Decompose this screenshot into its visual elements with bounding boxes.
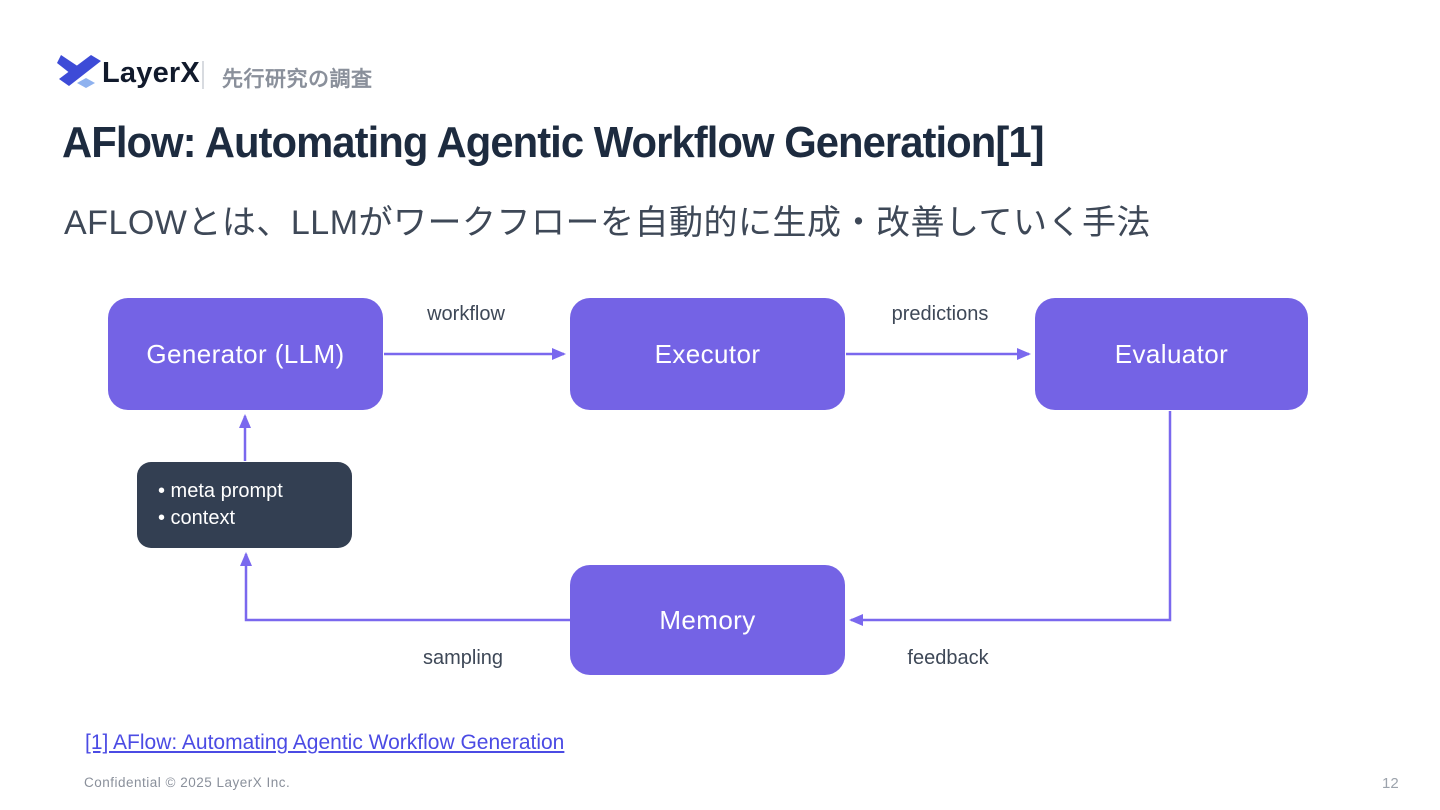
generator-node-label: Generator (LLM) [146,338,345,369]
memory-node: Memory [570,565,845,675]
note-line-context: • context [158,507,236,529]
reference-link[interactable]: [1] AFlow: Automating Agentic Workflow G… [85,731,565,754]
feedback-arrow [849,411,1172,626]
sampling-edge-label: sampling [422,647,504,669]
logo-wordmark: LayerX [102,57,200,89]
evaluator-node: Evaluator [1035,298,1308,410]
page-number: 12 [1382,775,1399,792]
layerx-logo-icon [57,55,101,88]
executor-node: Executor [570,298,845,410]
note-line-meta-prompt: • meta prompt [158,480,283,502]
meta-prompt-note-box: • meta prompt • context [137,462,352,548]
page-subtitle: AFLOWとは、LLMがワークフローを自動的に生成・改善していく手法 [64,204,1152,242]
page-title: AFlow: Automating Agentic Workflow Gener… [62,118,1045,167]
sampling-arrow [240,552,570,622]
evaluator-node-label: Evaluator [1114,338,1229,369]
generator-node: Generator (LLM) [108,298,383,410]
predictions-edge-label: predictions [891,303,989,325]
feedback-edge-label: feedback [907,647,989,669]
section-label: 先行研究の調査 [222,68,373,91]
memory-node-label: Memory [659,604,756,635]
workflow-edge-label: workflow [427,303,505,325]
executor-node-label: Executor [654,338,761,369]
header-divider [202,61,204,89]
confidential-note: Confidential © 2025 LayerX Inc. [84,775,291,790]
